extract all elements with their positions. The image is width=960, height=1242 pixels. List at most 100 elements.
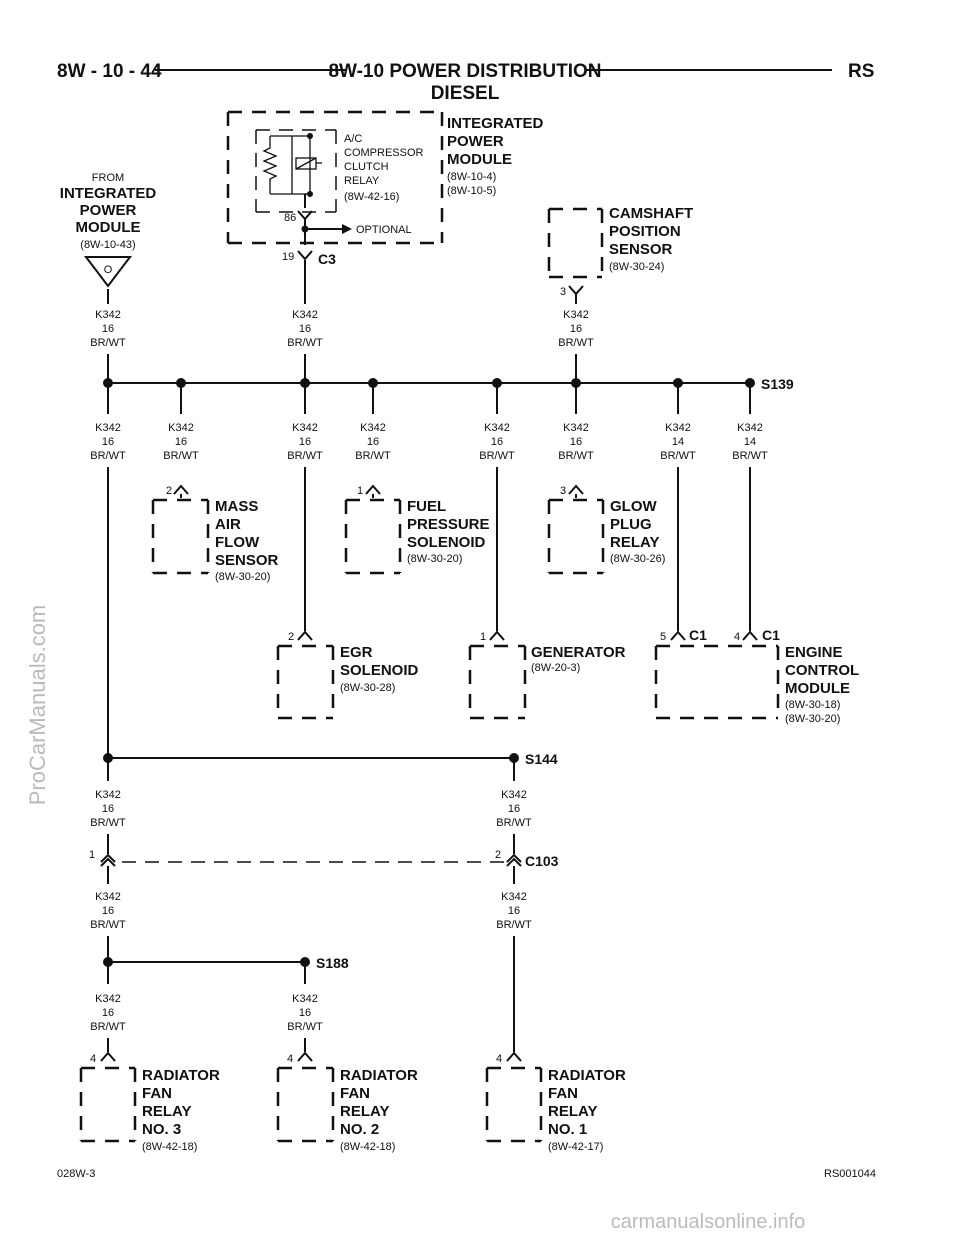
svg-text:K342: K342 [292, 422, 318, 434]
svg-text:ENGINE: ENGINE [785, 644, 843, 661]
svg-text:16: 16 [102, 436, 114, 448]
svg-text:K342: K342 [563, 422, 589, 434]
egr-solenoid-label: EGR SOLENOID (8W-30-28) [340, 644, 419, 694]
svg-text:(8W-30-24): (8W-30-24) [609, 261, 664, 273]
svg-text:PRESSURE: PRESSURE [407, 516, 490, 533]
svg-text:(8W-42-18): (8W-42-18) [340, 1141, 395, 1153]
section-code: RS [848, 61, 874, 82]
ecm-conn-c1-a: C1 [689, 627, 707, 643]
svg-text:K342: K342 [292, 993, 318, 1005]
wire-label-7: K342 16 BR/WT [355, 422, 391, 462]
bus-drops [107, 383, 751, 414]
svg-text:SOLENOID: SOLENOID [340, 662, 419, 679]
svg-text:BR/WT: BR/WT [287, 337, 323, 349]
svg-text:(8W-10-43): (8W-10-43) [80, 239, 135, 251]
svg-text:K342: K342 [95, 309, 121, 321]
svg-text:BR/WT: BR/WT [479, 450, 515, 462]
svg-text:16: 16 [299, 436, 311, 448]
wire-label-6: K342 16 BR/WT [287, 422, 323, 462]
egr-solenoid-box [276, 644, 335, 720]
glow-relay-label: GLOW PLUG RELAY (8W-30-26) [610, 498, 665, 565]
svg-text:BR/WT: BR/WT [732, 450, 768, 462]
camshaft-sensor-box [547, 207, 604, 279]
connector-letter: O [104, 264, 113, 276]
c103-connector-left-top [100, 853, 116, 863]
wire-label-15: K342 16 BR/WT [496, 891, 532, 931]
svg-text:(8W-30-18): (8W-30-18) [785, 699, 840, 711]
svg-text:16: 16 [491, 436, 503, 448]
splice-s144-label: S144 [525, 751, 558, 767]
svg-text:BR/WT: BR/WT [90, 337, 126, 349]
generator-pin: 1 [480, 631, 486, 643]
svg-text:RELAY: RELAY [340, 1103, 389, 1120]
svg-text:BR/WT: BR/WT [90, 919, 126, 931]
rfr2-label: RADIATOR FAN RELAY NO. 2 (8W-42-18) [340, 1067, 418, 1153]
svg-text:(8W-42-18): (8W-42-18) [142, 1141, 197, 1153]
svg-text:K342: K342 [563, 309, 589, 321]
svg-text:MODULE: MODULE [447, 151, 512, 168]
svg-text:GENERATOR: GENERATOR [531, 644, 626, 661]
maf-pin: 2 [166, 485, 172, 497]
optional-arrow-icon [342, 224, 352, 234]
svg-text:RELAY: RELAY [344, 175, 380, 187]
svg-text:RADIATOR: RADIATOR [142, 1067, 220, 1084]
ecm-connector-b [742, 630, 758, 641]
svg-text:K342: K342 [95, 789, 121, 801]
svg-text:COMPRESSOR: COMPRESSOR [344, 147, 424, 159]
svg-text:K342: K342 [95, 422, 121, 434]
svg-text:(8W-30-20): (8W-30-20) [785, 713, 840, 725]
svg-text:K342: K342 [292, 309, 318, 321]
generator-connector [489, 630, 505, 641]
ecm-connector-a [670, 630, 686, 641]
svg-text:BR/WT: BR/WT [163, 450, 199, 462]
svg-text:16: 16 [102, 1007, 114, 1019]
terminal-86: 86 [284, 212, 296, 224]
svg-text:14: 14 [744, 436, 756, 448]
svg-text:(8W-10-4): (8W-10-4) [447, 171, 496, 183]
svg-text:A/C: A/C [344, 133, 362, 145]
svg-text:(8W-30-26): (8W-30-26) [610, 553, 665, 565]
c3-connector [297, 250, 313, 261]
svg-text:K342: K342 [168, 422, 194, 434]
svg-text:MASS: MASS [215, 498, 258, 515]
bottom-watermark: carmanualsonline.info [611, 1211, 806, 1233]
ecm-label: ENGINE CONTROL MODULE (8W-30-18) (8W-30-… [785, 644, 859, 725]
rfr1-connector [506, 1051, 522, 1062]
svg-text:BR/WT: BR/WT [558, 450, 594, 462]
wire-label-12: K342 16 BR/WT [90, 789, 126, 829]
svg-text:K342: K342 [360, 422, 386, 434]
wire-label-14: K342 16 BR/WT [90, 891, 126, 931]
svg-text:EGR: EGR [340, 644, 373, 661]
ecm-pin-4: 4 [734, 631, 740, 643]
egr-connector [297, 630, 313, 641]
svg-text:RELAY: RELAY [610, 534, 659, 551]
connector-c3: C3 [318, 251, 336, 267]
rfr1-label: RADIATOR FAN RELAY NO. 1 (8W-42-17) [548, 1067, 626, 1153]
wire-label-8: K342 16 BR/WT [479, 422, 515, 462]
svg-text:16: 16 [508, 803, 520, 815]
fuel-solenoid-label: FUEL PRESSURE SOLENOID (8W-30-20) [407, 498, 490, 565]
maf-sensor-box [151, 498, 210, 575]
glow-connector [568, 484, 584, 495]
svg-text:16: 16 [299, 323, 311, 335]
splice-s139-label: S139 [761, 376, 794, 392]
svg-text:CAMSHAFT: CAMSHAFT [609, 205, 693, 222]
page-subtitle: DIESEL [431, 83, 500, 104]
c103-connector-right-top [506, 853, 522, 863]
wire-label-10: K342 14 BR/WT [660, 422, 696, 462]
svg-text:K342: K342 [484, 422, 510, 434]
splice-s188-label: S188 [316, 955, 349, 971]
optional-label: OPTIONAL [356, 224, 412, 236]
svg-text:POSITION: POSITION [609, 223, 681, 240]
svg-text:(8W-30-28): (8W-30-28) [340, 682, 395, 694]
svg-text:NO. 3: NO. 3 [142, 1121, 181, 1138]
svg-text:BR/WT: BR/WT [287, 1021, 323, 1033]
fuel-connector [365, 484, 381, 495]
svg-text:FAN: FAN [340, 1085, 370, 1102]
connector-c103-label: C103 [525, 853, 559, 869]
c103-connector-left-bottom [100, 857, 116, 867]
maf-connector [173, 484, 189, 495]
svg-text:FAN: FAN [142, 1085, 172, 1102]
wire-label-5: K342 16 BR/WT [163, 422, 199, 462]
